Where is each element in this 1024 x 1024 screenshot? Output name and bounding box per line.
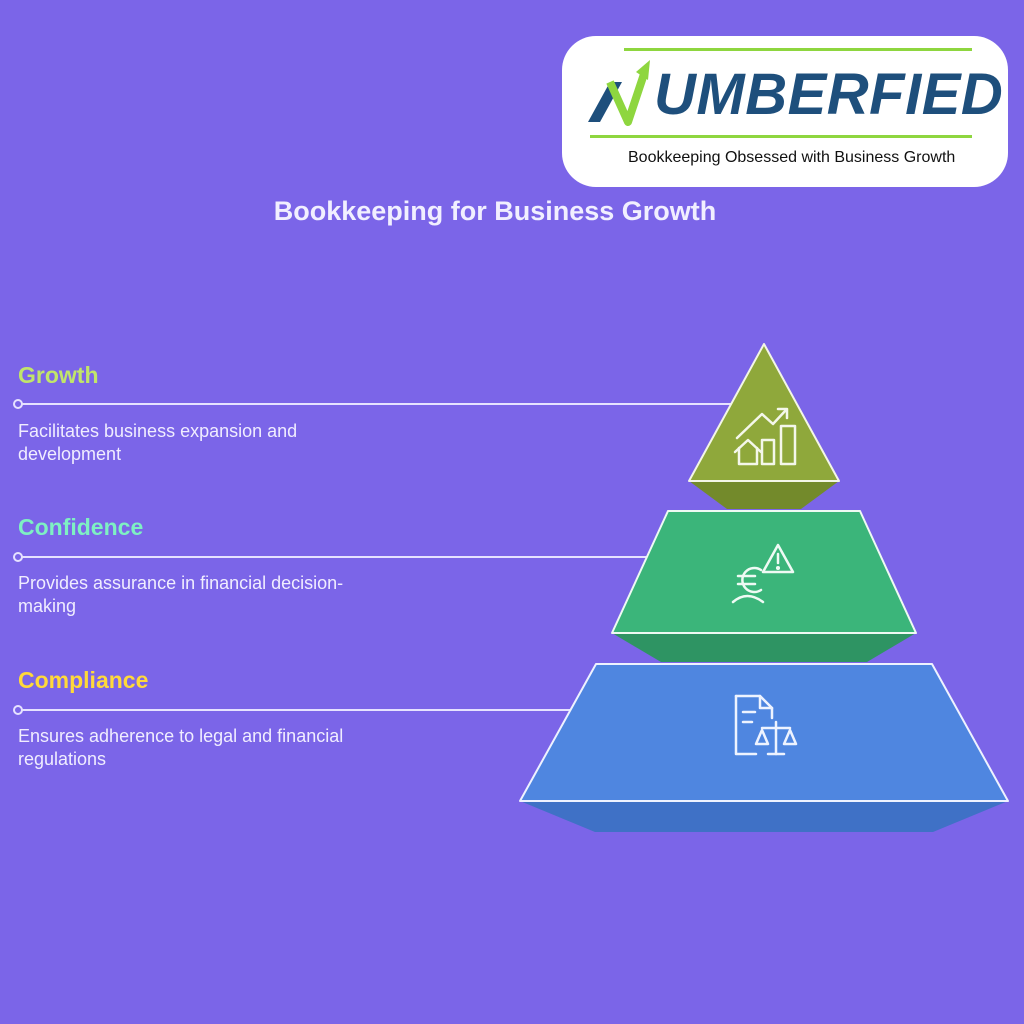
logo-bottom-rule: [590, 135, 972, 138]
document-scales-icon: [734, 694, 798, 756]
logo-card: UMBERFIED Bookkeeping Obsessed with Busi…: [562, 36, 1008, 187]
logo-wordmark: UMBERFIED: [654, 62, 1004, 127]
pyramid-tier-confidence: [611, 510, 917, 662]
level-description-growth: Facilitates business expansion and devel…: [18, 421, 298, 464]
level-description-confidence: Provides assurance in financial decision…: [18, 573, 344, 616]
pyramid-tier-growth: [688, 343, 840, 509]
level-label-compliance: Compliance: [18, 667, 149, 693]
diagram-title: Bookkeeping for Business Growth: [273, 196, 717, 226]
level-label-confidence: Confidence: [18, 514, 144, 540]
logo-top-rule: [624, 48, 972, 51]
connector-growth: [13, 399, 735, 409]
logo-tagline: Bookkeeping Obsessed with Business Growt…: [628, 149, 956, 166]
growth-chart-house-icon: [733, 407, 797, 466]
euro-alert-icon: [731, 543, 795, 604]
connector-confidence: [13, 552, 650, 562]
logo-n-arrow-icon: [588, 60, 650, 126]
pyramid-tier-compliance: [519, 663, 1009, 832]
connector-compliance: [13, 705, 572, 715]
level-description-compliance: Ensures adherence to legal and financial…: [18, 726, 344, 769]
level-label-growth: Growth: [18, 362, 99, 388]
